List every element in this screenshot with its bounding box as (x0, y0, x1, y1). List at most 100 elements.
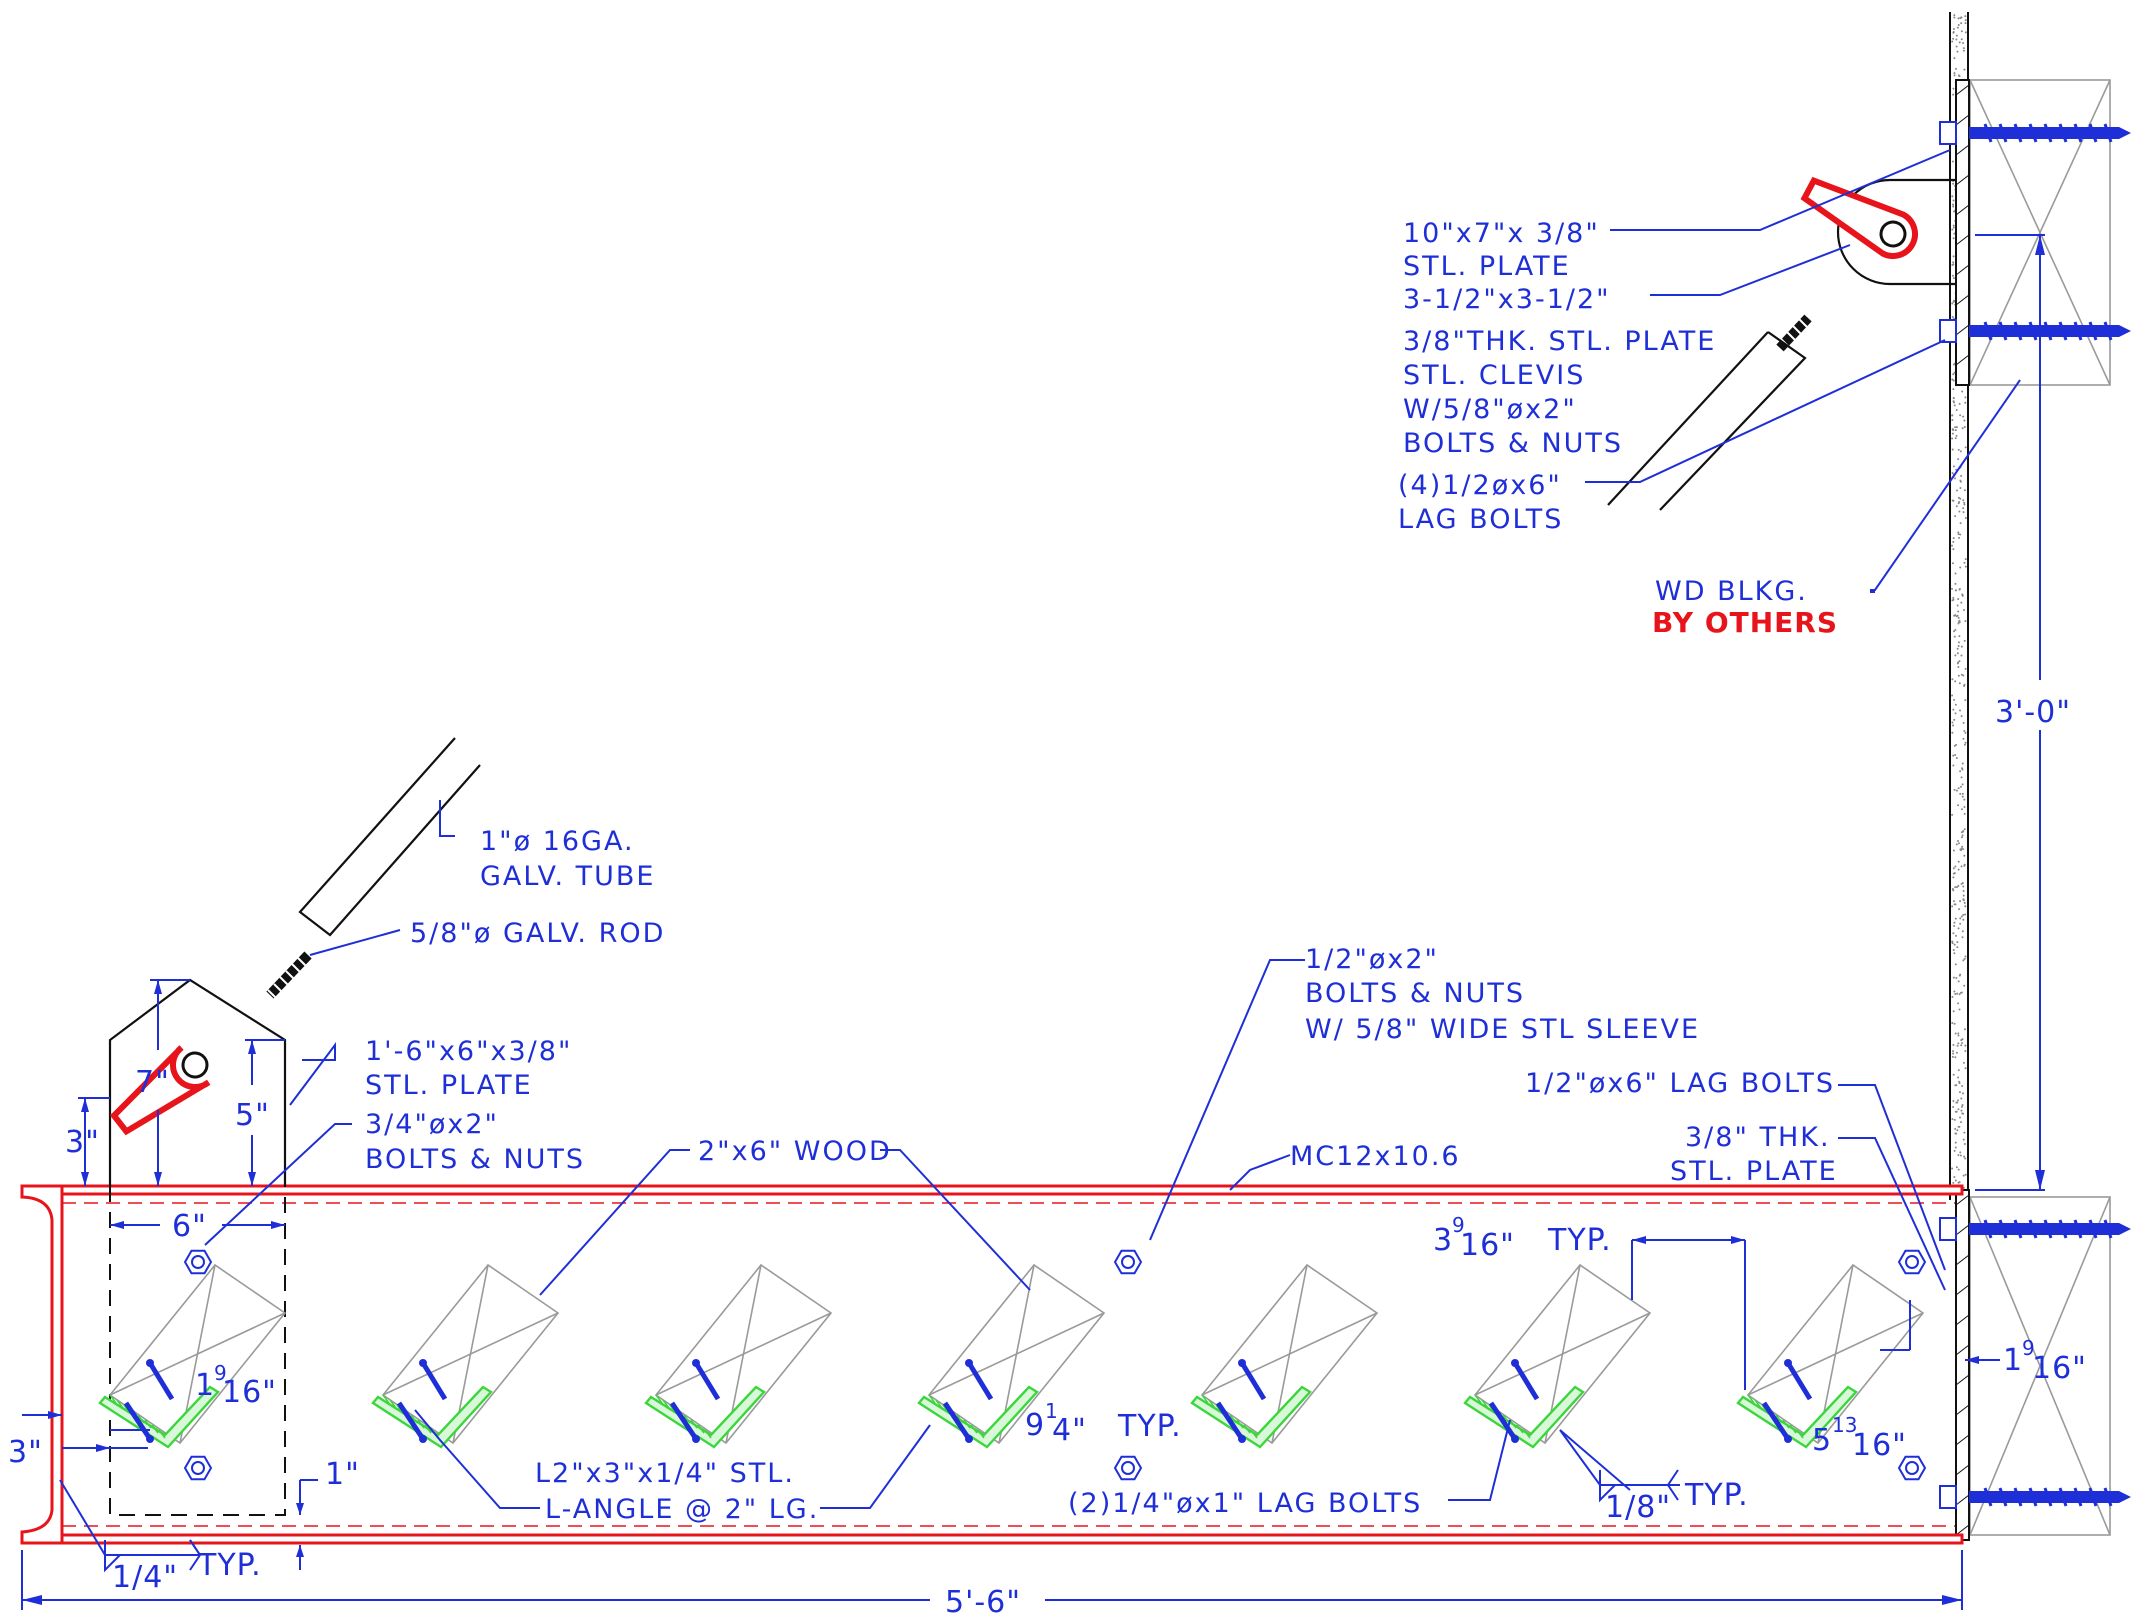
dim-3-top: 3" (65, 1125, 100, 1160)
lower-steel-plate (1955, 1189, 1970, 1541)
hex-nut-3 (1113, 1249, 1143, 1275)
label-bolts-half-a: 1/2"øx2" (1305, 944, 1439, 975)
hex-nut-6 (1897, 1455, 1927, 1481)
label-bolts34-a: 3/4"øx2" (365, 1109, 499, 1140)
lower-lag-bolt-1 (1939, 1217, 2131, 1241)
label-plate-38-a: 3/8" THK. (1685, 1122, 1831, 1153)
dim-9-1-4-whole: 9 (1025, 1408, 1045, 1443)
label-plate-18-a: 1'-6"x6"x3/8" (365, 1036, 572, 1067)
label-by-others: BY OTHERS (1652, 606, 1838, 639)
dim-1-9-16-right-num: 9 (2022, 1336, 2035, 1360)
dim-1-9-16-left-den: 16" (222, 1375, 277, 1410)
upper-lag-bolt-1 (1939, 121, 2131, 145)
dim-3-9-16-typ: TYP. (1547, 1223, 1612, 1258)
dim-3-0: 3'-0" (1995, 695, 2071, 730)
dim-3-9-16-num: 9 (1452, 1213, 1465, 1237)
wood-block-1 (98, 1263, 287, 1449)
label-clevis-a: STL. CLEVIS (1403, 360, 1585, 391)
left-threaded-rod (266, 951, 312, 999)
dim-5-13-16-den: 16" (1852, 1428, 1907, 1463)
label-bolts-half-c: W/ 5/8" WIDE STL SLEEVE (1305, 1014, 1700, 1045)
weld-1-8: 1/8" (1605, 1490, 1671, 1525)
upper-galv-tube (1607, 331, 1807, 511)
dim-1-9-16-left-num: 9 (214, 1361, 227, 1385)
label-rod: 5/8"ø GALV. ROD (410, 918, 665, 949)
label-plate-18-b: STL. PLATE (365, 1070, 533, 1101)
label-wood: 2"x6" WOOD (698, 1136, 892, 1167)
dimension-texts: 3'-0" 5'-6" 7" 5" 3" 6" 3" 1" 1 9 16" 1 … (8, 695, 2087, 1616)
label-wd-blkg: WD BLKG. (1655, 576, 1808, 607)
hex-nut-1 (183, 1249, 213, 1275)
label-bolts34-b: BOLTS & NUTS (365, 1144, 585, 1175)
dimension-7 (150, 979, 190, 1186)
dim-3-left: 3" (8, 1435, 43, 1470)
dim-5: 5" (235, 1098, 270, 1133)
dim-5-6: 5'-6" (945, 1585, 1021, 1616)
label-tube-a: 1"ø 16GA. (480, 826, 635, 857)
leaders (204, 149, 2021, 1509)
dimension-3-top (78, 1097, 110, 1186)
dim-5-13-16-num: 13 (1832, 1413, 1857, 1437)
upper-steel-plate (1955, 79, 1970, 386)
wood-block-3 (644, 1263, 833, 1449)
label-lag4-b: LAG BOLTS (1398, 504, 1563, 535)
upper-lag-bolt-2 (1939, 319, 2131, 343)
dimension-3-left (22, 1411, 150, 1452)
dim-9-1-4-typ: TYP. (1117, 1409, 1182, 1444)
label-plate-10x7: 10"x7"x 3/8" (1403, 218, 1600, 249)
left-clevis (109, 1045, 211, 1136)
dim-1-9-16-left-whole: 1 (195, 1368, 215, 1403)
dim-1: 1" (325, 1457, 360, 1492)
dim-9-1-4-den: 4" (1052, 1413, 1087, 1448)
left-galv-tube (298, 737, 481, 937)
dim-1-9-16-right-whole: 1 (2003, 1343, 2023, 1378)
lower-lag-bolt-2 (1939, 1485, 2131, 1509)
dimension-6 (110, 1221, 285, 1229)
hex-nuts (183, 1249, 1927, 1481)
hex-nut-5 (1897, 1249, 1927, 1275)
label-plate-38-b: STL. PLATE (1670, 1156, 1838, 1187)
label-bolts-half-b: BOLTS & NUTS (1305, 978, 1525, 1009)
dim-3-9-16-den: 16" (1460, 1228, 1515, 1263)
dim-6: 6" (172, 1209, 207, 1244)
label-lag4-a: (4)1/2øx6" (1398, 470, 1562, 501)
weld-1-8-typ: TYP. (1684, 1478, 1749, 1513)
dimension-3-0 (1975, 234, 2045, 1191)
wood-block-4 (917, 1263, 1106, 1449)
dimension-1 (296, 1479, 318, 1570)
dimension-1-9-16-right (1880, 1300, 2000, 1364)
wood-blocks (98, 1263, 1925, 1449)
label-channel: MC12x10.6 (1290, 1141, 1461, 1172)
wood-block-6 (1463, 1263, 1652, 1449)
dim-3-9-16-whole: 3 (1433, 1223, 1453, 1258)
label-clevis-b: W/5/8"øx2" (1403, 394, 1577, 425)
dimension-5-6 (21, 1550, 1963, 1610)
label-clevis-c: BOLTS & NUTS (1403, 428, 1623, 459)
label-plate-3-5-b: 3/8"THK. STL. PLATE (1403, 326, 1716, 357)
weld-1-4: 1/4" (112, 1560, 178, 1595)
dim-5-13-16-whole: 5 (1812, 1423, 1832, 1458)
dimension-5 (245, 1039, 285, 1186)
label-lag-half6: 1/2"øx6" LAG BOLTS (1525, 1068, 1835, 1099)
label-plate-3-5: 3-1/2"x3-1/2" (1403, 284, 1611, 315)
dim-9-1-4-num: 1 (1045, 1399, 1058, 1423)
upper-clevis (1800, 176, 1918, 259)
label-lag-quarter: (2)1/4"øx1" LAG BOLTS (1068, 1488, 1422, 1519)
wood-block-2 (371, 1263, 560, 1449)
weld-symbol-left (59, 1479, 202, 1573)
mc-channel (20, 1184, 1964, 1545)
dim-1-9-16-right-den: 16" (2032, 1351, 2087, 1386)
label-plate-10x7-b: STL. PLATE (1403, 251, 1571, 282)
weld-symbol-right (1559, 1429, 1680, 1503)
weld-1-4-typ: TYP. (197, 1548, 262, 1583)
wood-block-5 (1190, 1263, 1379, 1449)
lower-wall-blocking (1969, 1196, 2111, 1536)
labels: 10"x7"x 3/8" STL. PLATE 3-1/2"x3-1/2" 3/… (365, 218, 1838, 1525)
label-angle-b: L-ANGLE @ 2" LG. (545, 1494, 819, 1525)
label-angle-a: L2"x3"x1/4" STL. (535, 1458, 795, 1489)
label-tube-b: GALV. TUBE (480, 861, 655, 892)
hex-nut-2 (183, 1455, 213, 1481)
dimension-3-9-16 (1631, 1236, 1746, 1390)
wood-block-7 (1736, 1263, 1925, 1449)
